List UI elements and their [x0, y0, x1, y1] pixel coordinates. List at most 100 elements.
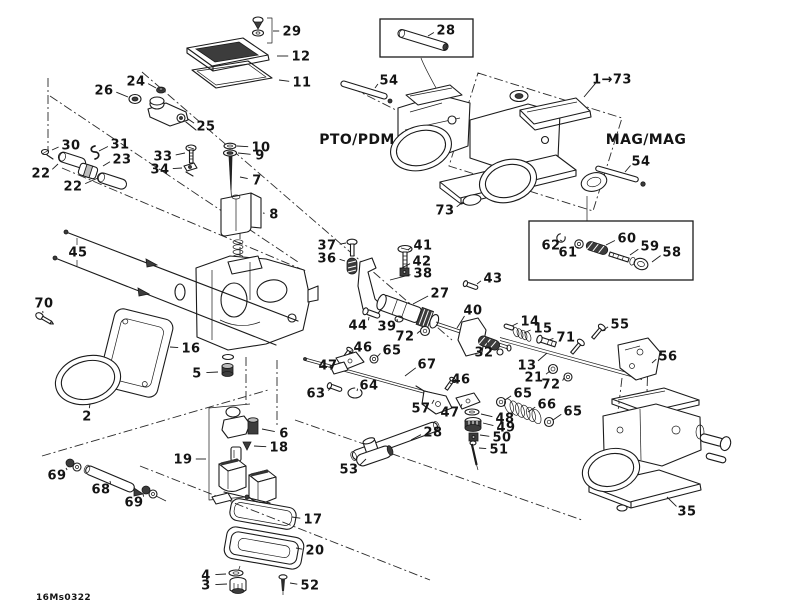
nut-part21	[547, 363, 559, 375]
leader-line-56	[651, 358, 657, 364]
part-label-63: 63	[307, 386, 326, 401]
clamp-part69-a	[65, 458, 75, 468]
leader-line-53	[359, 458, 367, 466]
washer-part65-c	[543, 416, 555, 428]
part-label-43: 43	[484, 271, 503, 286]
leader-line-67	[404, 367, 417, 377]
part-label-64: 64	[360, 378, 379, 393]
part-label-48: 48	[496, 411, 515, 426]
part-label-37: 37	[318, 238, 337, 253]
part-label-61: 61	[559, 245, 578, 260]
leader-line-7	[239, 176, 248, 180]
leader-line-17	[291, 516, 301, 519]
part-label-28: 28	[437, 23, 456, 38]
leader-line-54	[374, 83, 379, 89]
leader-line-31	[98, 146, 109, 152]
part-label-46: 46	[354, 340, 373, 355]
leader-line-20	[295, 547, 303, 550]
part-label-27: 27	[431, 286, 450, 301]
part-label-2: 2	[82, 409, 91, 424]
part-label-58: 58	[663, 245, 682, 260]
mag-air-horn	[478, 158, 538, 204]
part-label-7: 7	[252, 173, 261, 188]
leader-line-49	[482, 422, 494, 427]
cover-gasket-part11	[191, 60, 273, 89]
spring-part66-assembly	[495, 396, 555, 428]
part-label-19: 19	[174, 452, 193, 467]
leader-line-38	[389, 274, 411, 281]
leader-line-21	[545, 370, 551, 375]
throttle-rods-part45	[52, 229, 299, 346]
leader-line-2	[88, 403, 91, 409]
part-label-16Ms0322: 16Ms0322	[36, 593, 91, 603]
leader-line-3	[215, 583, 228, 586]
bracket-part56	[617, 337, 661, 381]
leader-line-44	[367, 316, 370, 321]
part-label-14: 14	[521, 314, 540, 329]
screw-part63	[326, 382, 343, 392]
part-label-25: 25	[197, 119, 216, 134]
part-label-42: 42	[413, 254, 432, 269]
part-label-4: 4	[201, 568, 210, 583]
cover-screw-part29	[251, 16, 273, 44]
screw-part55-b	[570, 338, 585, 355]
pilot-screw-stack	[464, 408, 482, 471]
air-horn-part2	[54, 354, 122, 406]
part-label-71: 71	[557, 330, 576, 345]
ring-part64	[347, 387, 363, 399]
leader-line-24	[147, 83, 157, 89]
screw-part46-b	[444, 376, 457, 391]
leader-line-15	[523, 329, 531, 334]
float-bowl-part20	[223, 526, 305, 570]
part-label-22: 22	[64, 179, 83, 194]
drain-washer-part4	[228, 565, 244, 577]
screw-part52	[278, 574, 288, 595]
needle-jet-part27	[376, 293, 440, 329]
part-label-73: 73	[436, 203, 455, 218]
part-label-45: 45	[69, 245, 88, 260]
part-label-28: 28	[424, 425, 443, 440]
spring-part60	[585, 241, 609, 255]
roller-part23	[77, 162, 99, 180]
leader-line-35	[666, 496, 677, 507]
leader-line-46	[349, 350, 352, 354]
part-label-5: 5	[192, 366, 201, 381]
leader-line-25	[187, 118, 195, 124]
carburetor-part35	[581, 387, 732, 512]
screw-part44	[362, 307, 381, 319]
part-label-49: 49	[497, 420, 516, 435]
drain-cap-part3	[229, 576, 247, 594]
leader-line-73	[456, 201, 464, 208]
leader-line-57	[431, 399, 435, 405]
part-label-66: 66	[538, 397, 557, 412]
leader-line-39	[396, 318, 398, 322]
leader-line-58	[651, 255, 661, 263]
part-label-53: 53	[340, 462, 359, 477]
part-label-23: 23	[113, 152, 132, 167]
nut-part5	[221, 353, 235, 377]
leader-line-37	[339, 242, 347, 245]
part-label-59: 59	[641, 239, 660, 254]
part-label-41: 41	[414, 238, 433, 253]
inset-box-part28	[379, 18, 474, 121]
washer-part72-a	[419, 325, 431, 337]
leader-line-40	[456, 315, 465, 329]
leader-line-54	[624, 165, 631, 173]
part-label-47: 47	[319, 358, 338, 373]
spring-lever-part32	[457, 317, 504, 357]
part-label-55: 55	[611, 317, 630, 332]
leader-line-13	[537, 352, 548, 362]
bowl-gasket-part17	[229, 498, 297, 530]
leader-line-64	[356, 388, 359, 392]
washer-part48	[464, 408, 480, 416]
leader-line-59	[629, 248, 639, 256]
ring-part39	[394, 315, 404, 323]
leader-line-43	[476, 280, 482, 285]
part-label-13: 13	[518, 358, 537, 373]
leader-line-34	[172, 167, 183, 170]
part-label-69: 69	[125, 495, 144, 510]
part-label-52: 52	[301, 578, 320, 593]
pin-part14	[503, 323, 515, 331]
part-label-36: 36	[318, 251, 337, 266]
throttle-slide-part8	[220, 192, 262, 260]
